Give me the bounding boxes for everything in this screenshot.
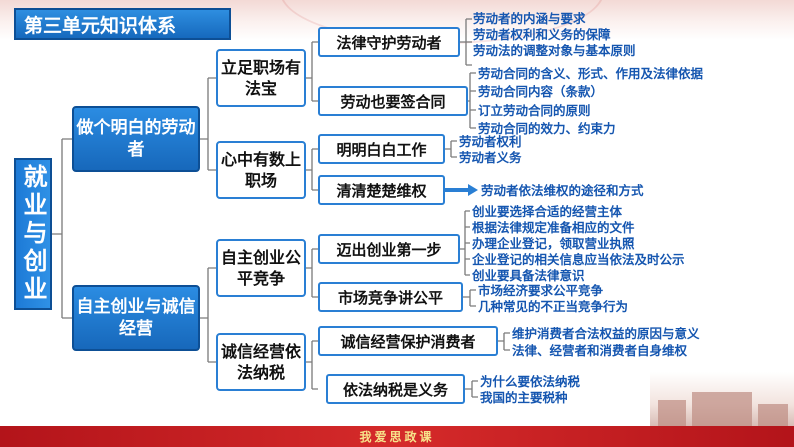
leaf-7-1: 维护消费者合法权益的原因与意义 bbox=[512, 326, 700, 341]
leaf-3-1: 劳动者权利 bbox=[459, 134, 522, 149]
page-title: 第三单元知识体系 bbox=[14, 8, 231, 40]
leaf-1-2: 劳动者权利和义务的保障 bbox=[473, 27, 611, 42]
level2-node-4: 诚信经营依法纳税 bbox=[216, 333, 306, 391]
bracket-8 bbox=[465, 380, 478, 398]
level2-node-3: 自主创业公平竞争 bbox=[216, 239, 306, 297]
campus-building-image bbox=[650, 372, 794, 426]
root-node: 就业与创业 bbox=[14, 158, 52, 310]
level2-node-1: 立足职场有法宝 bbox=[216, 49, 306, 107]
level3-node-2: 劳动也要签合同 bbox=[318, 86, 468, 116]
arrow-icon bbox=[445, 184, 478, 196]
bracket-5 bbox=[460, 210, 470, 276]
connector-l2-2 bbox=[306, 148, 318, 191]
leaf-5-1: 创业要选择合适的经营主体 bbox=[472, 204, 623, 219]
leaf-1-1: 劳动者的内涵与要求 bbox=[473, 11, 586, 26]
bracket-1 bbox=[460, 18, 472, 66]
footer-label: 我爱思政课 bbox=[359, 430, 435, 444]
level3-node-6: 市场竞争讲公平 bbox=[318, 282, 463, 312]
leaf-8-1: 为什么要依法纳税 bbox=[480, 374, 581, 389]
level1-node-1: 做个明白的劳动者 bbox=[72, 106, 200, 172]
connector-l1-2 bbox=[200, 267, 216, 363]
connector-l2-1 bbox=[306, 41, 318, 102]
level3-node-1: 法律守护劳动者 bbox=[318, 27, 460, 57]
level3-node-7: 诚信经营保护消费者 bbox=[318, 326, 498, 356]
level1-node-2: 自主创业与诚信经营 bbox=[72, 285, 200, 351]
leaf-5-3: 办理企业登记，领取营业执照 bbox=[472, 236, 635, 251]
connector-root bbox=[52, 138, 72, 319]
bracket-7 bbox=[498, 332, 510, 351]
leaf-2-2: 劳动合同内容（条款） bbox=[478, 84, 604, 99]
level3-node-5: 迈出创业第一步 bbox=[318, 234, 460, 264]
footer-bar bbox=[0, 426, 794, 447]
leaf-4-1: 劳动者依法维权的途径和方式 bbox=[481, 183, 644, 198]
leaf-2-1: 劳动合同的含义、形式、作用及法律依据 bbox=[478, 66, 704, 81]
connector-l2-3 bbox=[306, 248, 318, 298]
connector-l2-4 bbox=[306, 340, 318, 390]
leaf-6-1: 市场经济要求公平竞争 bbox=[478, 283, 604, 298]
leaf-8-2: 我国的主要税种 bbox=[480, 390, 568, 405]
level2-node-2: 心中有数上职场 bbox=[216, 141, 306, 199]
level3-node-4: 清清楚楚维权 bbox=[318, 175, 445, 205]
leaf-5-2: 根据法律规定准备相应的文件 bbox=[472, 220, 635, 235]
leaf-2-4: 劳动合同的效力、约束力 bbox=[478, 121, 616, 136]
leaf-6-2: 几种常见的不正当竞争行为 bbox=[478, 299, 629, 314]
level3-node-8: 依法纳税是义务 bbox=[326, 374, 465, 404]
leaf-5-5: 创业要具备法律意识 bbox=[472, 268, 585, 283]
leaf-1-3: 劳动法的调整对象与基本原则 bbox=[473, 43, 636, 58]
bracket-3 bbox=[445, 140, 457, 158]
level3-node-3: 明明白白工作 bbox=[318, 134, 445, 164]
leaf-2-3: 订立劳动合同的原则 bbox=[478, 103, 591, 118]
leaf-3-2: 劳动者义务 bbox=[459, 150, 522, 165]
connector-l1-1 bbox=[200, 77, 216, 171]
leaf-5-4: 企业登记的相关信息应当依法及时公示 bbox=[472, 252, 685, 267]
bracket-2 bbox=[468, 72, 476, 129]
bracket-6 bbox=[463, 289, 476, 307]
leaf-7-2: 法律、经营者和消费者自身维权 bbox=[512, 343, 688, 358]
